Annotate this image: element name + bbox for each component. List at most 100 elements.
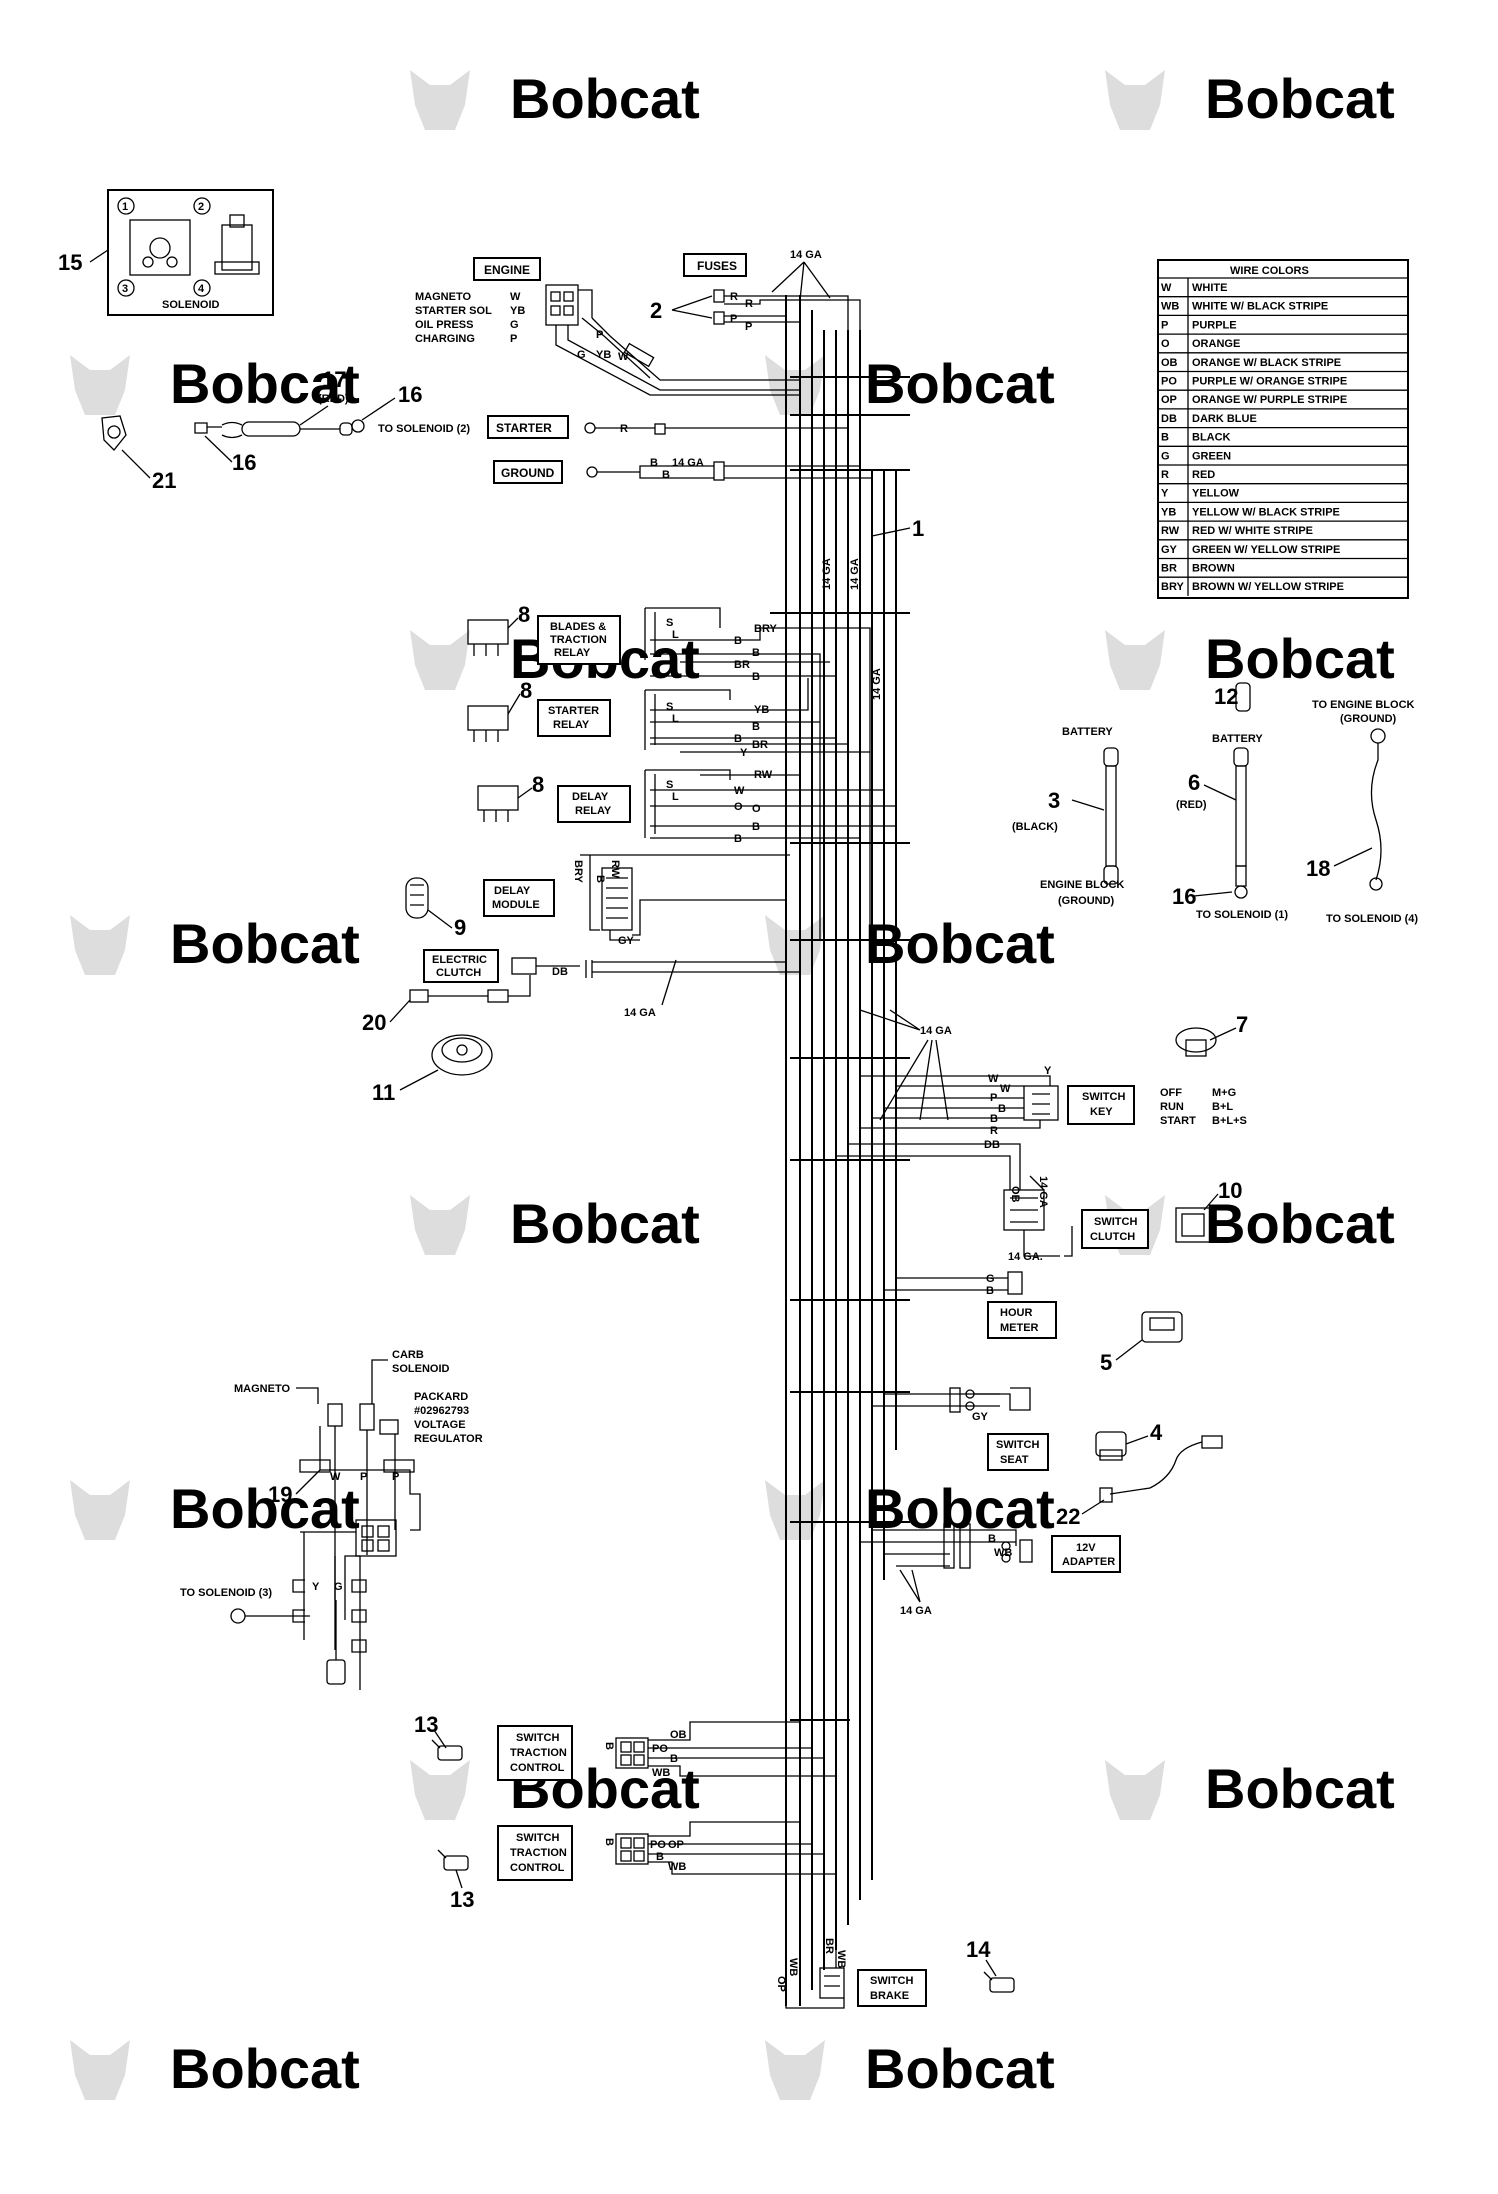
wire-code: PO xyxy=(1161,376,1177,388)
bobcat-logo-icon xyxy=(410,630,470,690)
diagram-label: R xyxy=(730,291,738,303)
diagram-label: SEAT xyxy=(1000,1454,1029,1466)
diagram-label: B xyxy=(752,821,760,833)
wire-code: BRY xyxy=(1161,581,1184,593)
clutch-switch-icon xyxy=(1175,1207,1211,1243)
diagram-label: P xyxy=(360,1471,367,1483)
callout-number: 14 xyxy=(966,1937,991,1962)
diagram-label: BLADES & xyxy=(550,621,606,633)
diagram-label: RW xyxy=(609,860,621,879)
diagram-label: W xyxy=(510,291,521,303)
wire-code: DB xyxy=(1161,413,1177,425)
callout-number: 16 xyxy=(398,382,422,407)
diagram-label: L xyxy=(672,713,679,725)
diagram-label: BRAKE xyxy=(870,1990,909,2002)
voltage-regulator-harness: W P P Y G xyxy=(292,1426,421,1690)
relay-icon xyxy=(467,619,509,656)
ring-terminal xyxy=(230,1608,310,1624)
diagram-label: O xyxy=(734,801,743,813)
callout-number: 8 xyxy=(520,678,532,703)
adapter-cable-22 xyxy=(1099,1435,1223,1503)
wire-color-name: YELLOW W/ BLACK STRIPE xyxy=(1192,506,1340,518)
diagram-label: L xyxy=(672,791,679,803)
diagram-label: B xyxy=(594,875,606,883)
wire-color-name: ORANGE W/ PURPLE STRIPE xyxy=(1192,394,1347,406)
seat-switch-icon xyxy=(1095,1431,1127,1461)
wire-color-name: WHITE xyxy=(1192,282,1227,294)
diagram-label: R xyxy=(620,423,628,435)
diagram-label: MODULE xyxy=(492,899,540,911)
bobcat-logo-icon xyxy=(410,70,470,130)
diagram-label: DELAY xyxy=(494,885,531,897)
diagram-label: G xyxy=(334,1581,343,1593)
diagram-label: WB xyxy=(652,1767,670,1779)
diagram-label: TRACTION xyxy=(510,1847,567,1859)
diagram-label: 14 GA xyxy=(672,457,704,469)
diagram-label: TRACTION xyxy=(510,1747,567,1759)
diagram-label: START xyxy=(1160,1115,1196,1127)
diagram-label: REGULATOR xyxy=(414,1433,483,1445)
diagram-label: CONTROL xyxy=(510,1862,565,1874)
fuses-box: FUSES xyxy=(683,253,747,277)
diagram-label: OP xyxy=(775,1976,787,1992)
switch-brake-box: SWITCH BRAKE xyxy=(857,1969,927,2007)
diagram-label: PO xyxy=(652,1743,668,1755)
main-harness xyxy=(770,295,910,2006)
diagram-label: KEY xyxy=(1090,1106,1113,1118)
diagram-label: GY xyxy=(972,1411,989,1423)
wire-code: Y xyxy=(1161,488,1169,500)
diagram-label: ENGINE xyxy=(484,263,530,277)
diagram-label: OP xyxy=(668,1839,684,1851)
ground-box: GROUND xyxy=(493,460,563,484)
diagram-label: TO SOLENOID (4) xyxy=(1326,913,1418,925)
diagram-label: FUSES xyxy=(697,259,737,273)
bobcat-logo-icon xyxy=(765,915,825,975)
watermark: Bobcat xyxy=(1105,1757,1395,1820)
diagram-label: SOLENOID xyxy=(162,299,220,311)
callout-number: 20 xyxy=(362,1010,386,1035)
watermark: Bobcat xyxy=(410,1757,700,1820)
diagram-label: G xyxy=(510,319,519,331)
diagram-label: B xyxy=(656,1851,664,1863)
diagram-label: SWITCH xyxy=(870,1975,913,1987)
switch-clutch-box: SWITCH CLUTCH xyxy=(1081,1209,1149,1249)
traction-switch-icon xyxy=(437,1849,469,1871)
diagram-label: Bobcat xyxy=(510,1192,700,1255)
watermark: Bobcat xyxy=(70,912,360,975)
switch-key-box: SWITCH KEY xyxy=(1067,1085,1135,1125)
diagram-label: 12V xyxy=(1076,1542,1096,1554)
diagram-label: P xyxy=(510,333,517,345)
diagram-label: P xyxy=(730,313,737,325)
watermark: Bobcat xyxy=(765,352,1055,415)
diagram-label: (BLACK) xyxy=(1012,821,1058,833)
callout-number: 6 xyxy=(1188,770,1200,795)
key-switch-icon xyxy=(1175,1027,1217,1057)
diagram-label: B xyxy=(752,647,760,659)
diagram-label: W xyxy=(734,785,745,797)
diagram-label: S xyxy=(666,701,673,713)
diagram-label: B xyxy=(986,1285,994,1297)
diagram-label: 14 GA xyxy=(900,1605,932,1617)
hour-meter-wires: G B xyxy=(884,1271,1023,1297)
callout-number: 18 xyxy=(1306,856,1330,881)
carb-solenoid-label: CARB SOLENOID xyxy=(371,1349,450,1404)
diagram-label: Bobcat xyxy=(1205,1757,1395,1820)
diagram-label: DB xyxy=(552,966,568,978)
diagram-label: (RED) xyxy=(1176,799,1207,811)
diagram-label: B xyxy=(752,721,760,733)
diagram-label: TRACTION xyxy=(550,634,607,646)
callout-number: 17 xyxy=(322,367,346,392)
callout-number: 10 xyxy=(1218,1178,1242,1203)
callout-number: 12 xyxy=(1214,684,1238,709)
wire-color-name: YELLOW xyxy=(1192,488,1240,500)
bobcat-logo-icon xyxy=(1105,630,1165,690)
diagram-label: S xyxy=(666,617,673,629)
diagram-label: TO SOLENOID (1) xyxy=(1196,909,1288,921)
diagram-label: Y xyxy=(312,1581,320,1593)
